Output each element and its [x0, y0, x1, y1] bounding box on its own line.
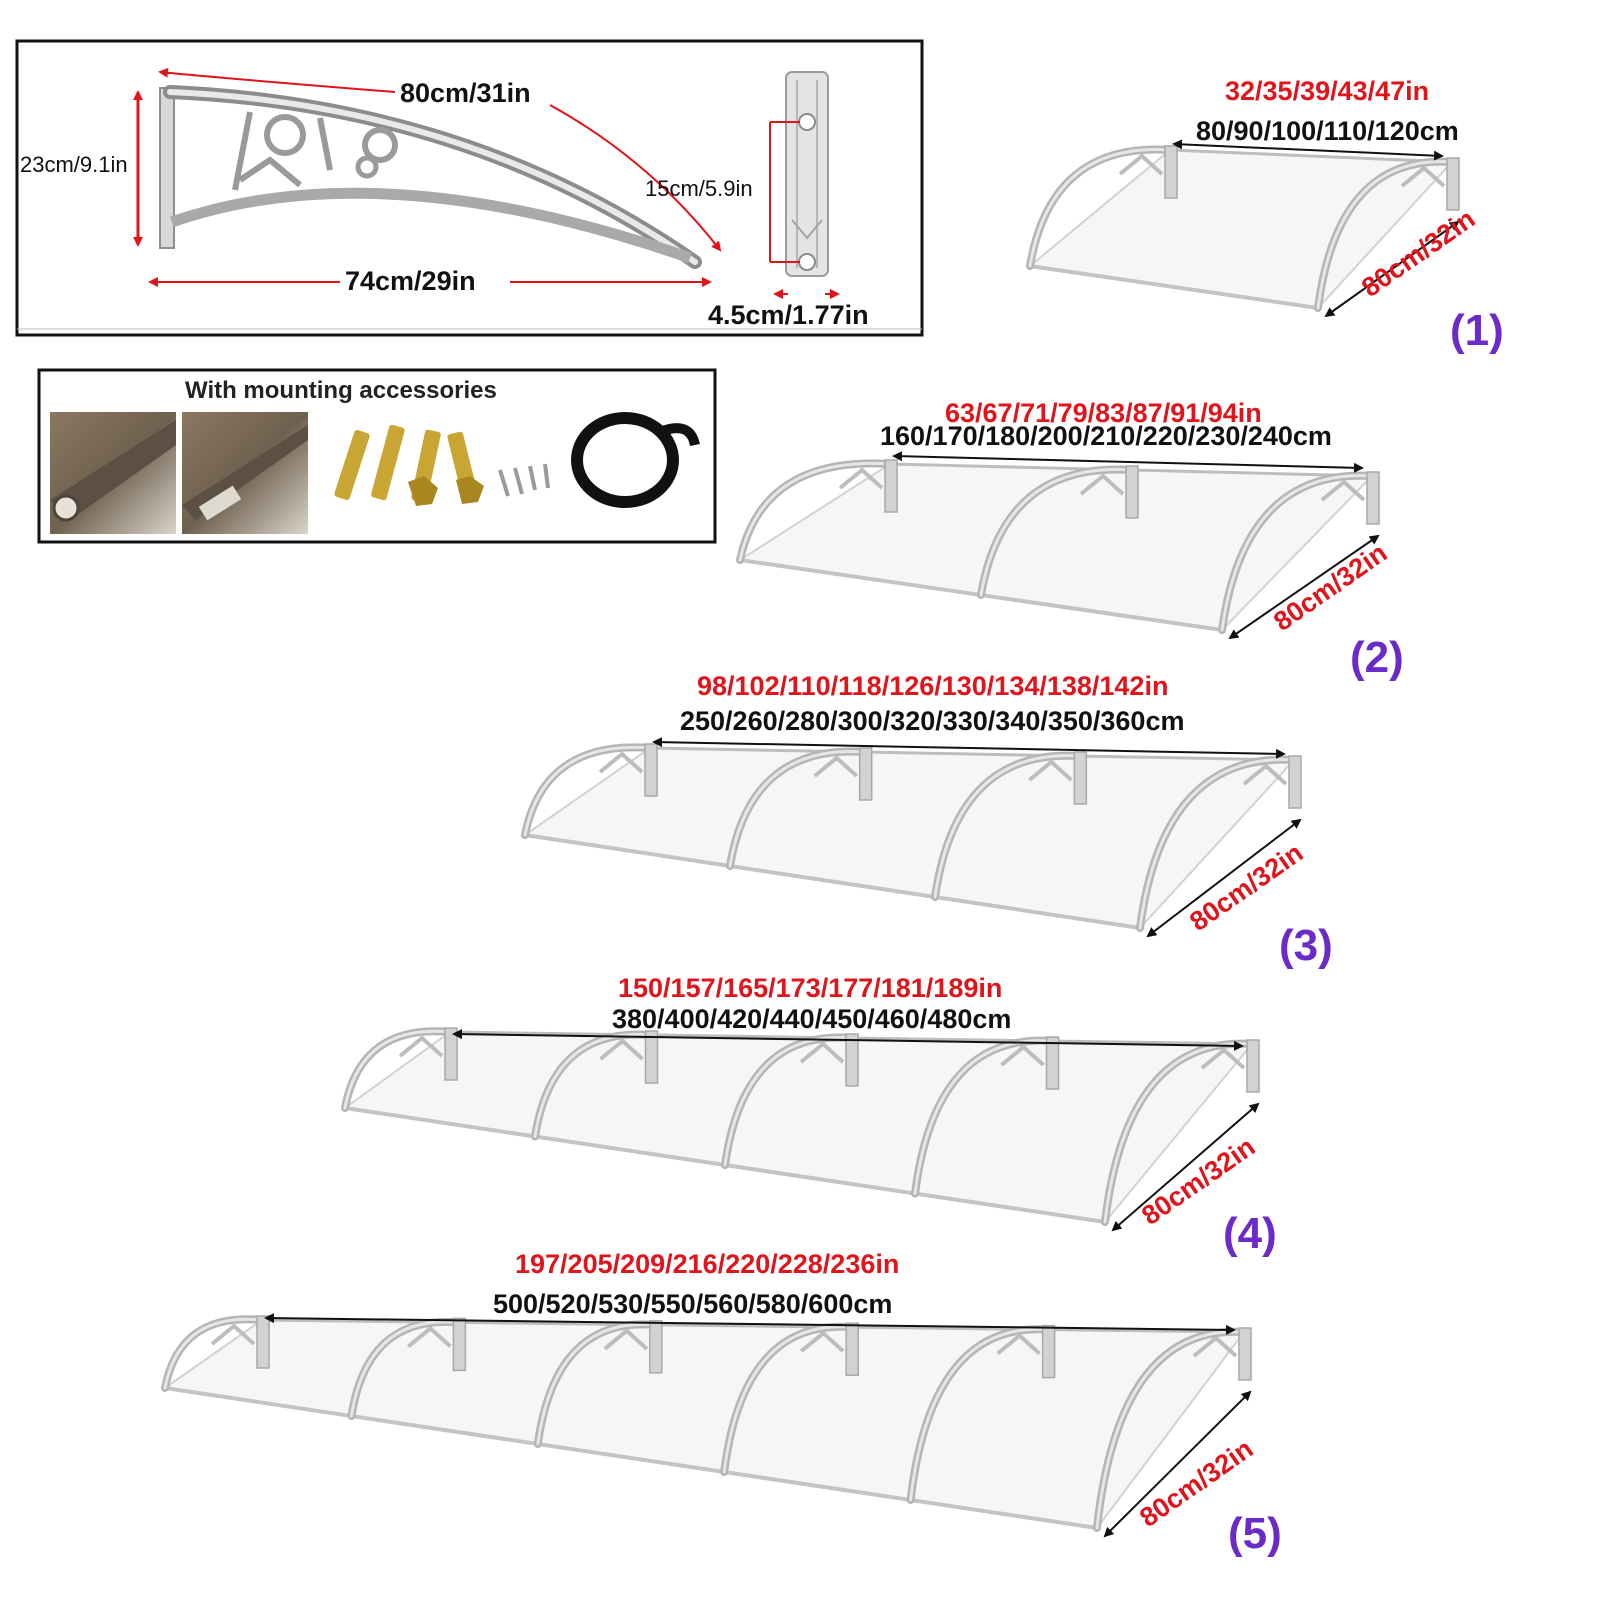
width-inches-label: 197/205/209/216/220/228/236in: [515, 1249, 899, 1279]
rubber-seal-image: [571, 412, 700, 508]
bracket-scroll: [996, 1332, 1041, 1356]
bracket-scroll: [598, 751, 644, 774]
rail-connector-image: [182, 412, 308, 534]
bracket-scroll: [1400, 165, 1446, 188]
wall-plate: [1366, 471, 1380, 525]
height-label: 23cm/9.1in: [20, 152, 128, 177]
bracket-arm-highlight: [523, 745, 652, 837]
canopy-model-5: 197/205/209/216/220/228/236in 500/520/530…: [161, 1249, 1282, 1558]
width-cm-label: 160/170/180/200/210/220/230/240cm: [880, 421, 1332, 451]
depth-arrow: [1324, 220, 1460, 318]
model-number-label: (2): [1350, 633, 1404, 682]
bracket-arm-highlight: [343, 1029, 452, 1110]
wall-plate: [644, 1030, 659, 1084]
wall-plate: [444, 1027, 458, 1081]
wall-plate: [858, 747, 873, 801]
front-edge: [1029, 264, 1319, 310]
base-length-label: 74cm/29in: [345, 266, 476, 296]
anchor-bolts-image: [334, 424, 550, 506]
wall-plate: [1246, 1039, 1260, 1093]
wall-plate: [649, 1320, 663, 1374]
bracket-arm-highlight: [1028, 148, 1172, 268]
roof-panel: [162, 1318, 1246, 1530]
bracket-scroll: [210, 1323, 256, 1346]
bracket-scroll: [1079, 473, 1125, 496]
wall-plate: [1073, 751, 1088, 805]
width-inches-label: 98/102/110/118/126/130/134/138/142in: [697, 671, 1168, 701]
wall-plate: [845, 1033, 859, 1087]
bracket-arm-highlight: [738, 461, 892, 562]
wall-plate: [1446, 157, 1460, 211]
arc-length-label: 80cm/31in: [400, 78, 531, 108]
canopy-model-3: 98/102/110/118/126/130/134/138/142in 250/…: [521, 671, 1333, 970]
wall-plate: [452, 1317, 467, 1372]
width-inches-label: 32/35/39/43/47in: [1225, 76, 1429, 106]
depth-arrow: [1111, 1102, 1260, 1232]
plate-width-label: 4.5cm/1.77in: [708, 300, 869, 330]
wall-plate: [1125, 465, 1139, 519]
width-cm-label: 500/520/530/550/560/580/600cm: [493, 1289, 892, 1319]
width-cm-label: 250/260/280/300/320/330/340/350/360cm: [680, 706, 1184, 736]
wall-plate: [256, 1315, 270, 1369]
bracket-dimension-panel: 80cm/31in 23cm/9.1in 74cm/29in 15cm/5.9i…: [15, 39, 924, 337]
width-arrow: [264, 1313, 1236, 1335]
bracket-scroll: [838, 467, 884, 490]
bracket-scroll: [1192, 1335, 1238, 1358]
depth-arrow: [1146, 818, 1302, 938]
roof-panel: [522, 746, 1297, 930]
width-arrow: [1172, 139, 1444, 161]
bracket-scroll: [1320, 479, 1366, 502]
model-number-label: (1): [1450, 306, 1504, 355]
model-number-label: (4): [1223, 1209, 1277, 1258]
model-number-label: (5): [1228, 1509, 1282, 1558]
bracket-scroll: [1028, 759, 1073, 782]
wall-plate: [1041, 1324, 1056, 1379]
depth-arrow: [1228, 534, 1380, 640]
plate-height-label: 15cm/5.9in: [645, 176, 753, 201]
canopy-model-2: 63/67/71/79/83/87/91/94in160/170/180/200…: [736, 398, 1404, 682]
width-arrow: [652, 737, 1286, 759]
bracket-scroll: [1242, 763, 1288, 786]
wall-plate: [1238, 1327, 1252, 1381]
accessories-panel: With mounting accessories: [37, 368, 717, 544]
width-inches-label: 63/67/71/79/83/87/91/94in: [945, 398, 1262, 428]
bracket-scroll: [1118, 153, 1164, 176]
width-cm-label: 380/400/420/440/450/460/480cm: [612, 1004, 1011, 1034]
wall-plate: [1164, 145, 1178, 199]
mounting-plate-illustration: [785, 71, 829, 277]
canopy-models: 32/35/39/43/47in 80/90/100/110/120cm 80cm/…: [161, 76, 1504, 1558]
canopy-model-1: 32/35/39/43/47in80/90/100/110/120cm80cm/…: [1026, 76, 1504, 355]
bracket-scroll: [398, 1035, 444, 1058]
rail-profile-image: [50, 412, 176, 534]
width-inches-label: 150/157/165/173/177/181/189in: [618, 973, 1002, 1003]
wall-plate: [644, 743, 658, 797]
accessories-title: With mounting accessories: [185, 377, 497, 404]
front-edge: [164, 1386, 1098, 1530]
bracket-arm-highlight: [163, 1317, 264, 1390]
width-arrow: [452, 1029, 1244, 1051]
wall-plate: [1288, 755, 1302, 809]
wall-plate: [1045, 1036, 1060, 1090]
width-cm-label: 80/90/100/110/120cm: [1196, 116, 1459, 146]
wall-plate: [884, 459, 898, 513]
width-arrow: [892, 451, 1364, 473]
bracket-illustration: [159, 85, 702, 269]
wall-plate: [845, 1322, 859, 1376]
model-number-label: (3): [1279, 921, 1333, 970]
canopy-model-4: 150/157/165/173/177/181/189in380/400/420…: [341, 973, 1277, 1258]
front-edge: [524, 833, 1141, 930]
depth-arrow: [1103, 1390, 1252, 1538]
